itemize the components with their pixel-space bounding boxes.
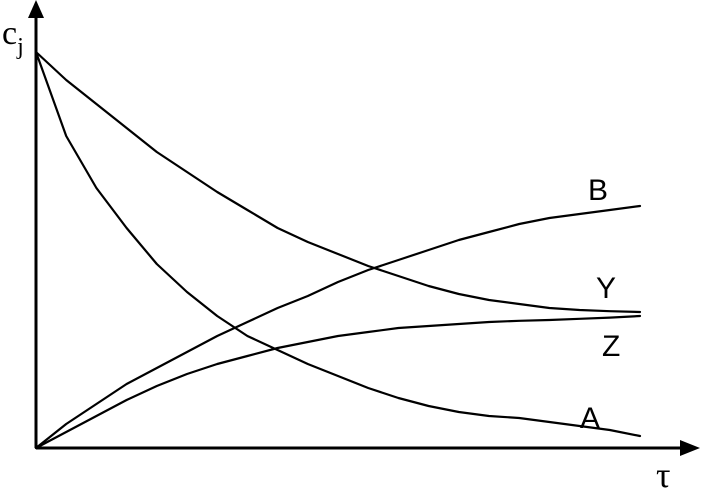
- series-curves: [34, 50, 642, 450]
- y-axis-label-subscript: j: [16, 34, 24, 60]
- series-line-a: [34, 50, 642, 438]
- x-axis-label: τ: [656, 455, 670, 495]
- x-axis-arrowhead: [680, 440, 700, 456]
- series-label-b: B: [588, 174, 608, 207]
- series-label-a: A: [580, 402, 600, 435]
- y-axis-arrowhead: [28, 0, 44, 18]
- y-axis-label: cj: [2, 15, 24, 60]
- series-line-z: [34, 314, 642, 450]
- series-labels: A B YZ: [580, 174, 620, 435]
- y-axis-label-main: c: [2, 15, 17, 52]
- series-label-z: Z: [602, 330, 620, 363]
- series-line-y: [34, 50, 642, 314]
- series-line-b: [34, 204, 642, 450]
- series-label-y: Y: [596, 272, 616, 305]
